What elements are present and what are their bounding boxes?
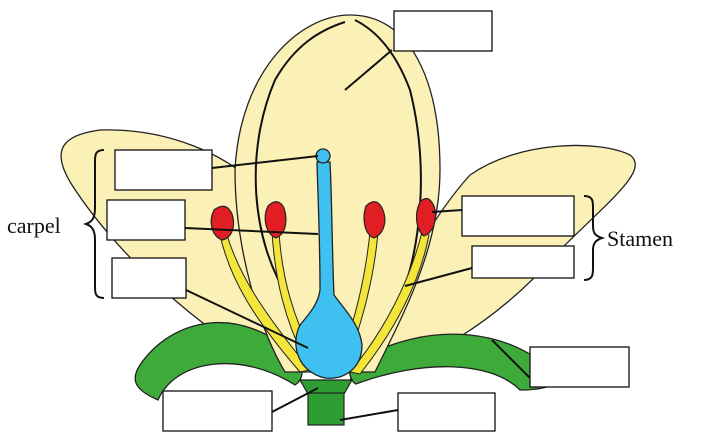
label-box-filament[interactable] xyxy=(472,246,574,278)
anther-3 xyxy=(364,202,385,238)
stamen-label: Stamen xyxy=(607,226,673,251)
receptacle xyxy=(300,380,352,394)
anther-1 xyxy=(211,206,233,240)
carpel-label: carpel xyxy=(7,213,61,238)
label-box-ovary[interactable] xyxy=(112,258,186,298)
label-box-anther[interactable] xyxy=(462,196,574,236)
label-box-sepal[interactable] xyxy=(530,347,629,387)
label-box-receptacle[interactable] xyxy=(163,391,272,431)
label-box-style[interactable] xyxy=(107,200,185,240)
label-box-stigma[interactable] xyxy=(115,150,212,190)
label-box-petal[interactable] xyxy=(394,11,492,51)
stem xyxy=(308,393,344,425)
leader-stem xyxy=(340,410,398,420)
label-box-stem[interactable] xyxy=(398,393,495,431)
stigma xyxy=(316,149,330,163)
